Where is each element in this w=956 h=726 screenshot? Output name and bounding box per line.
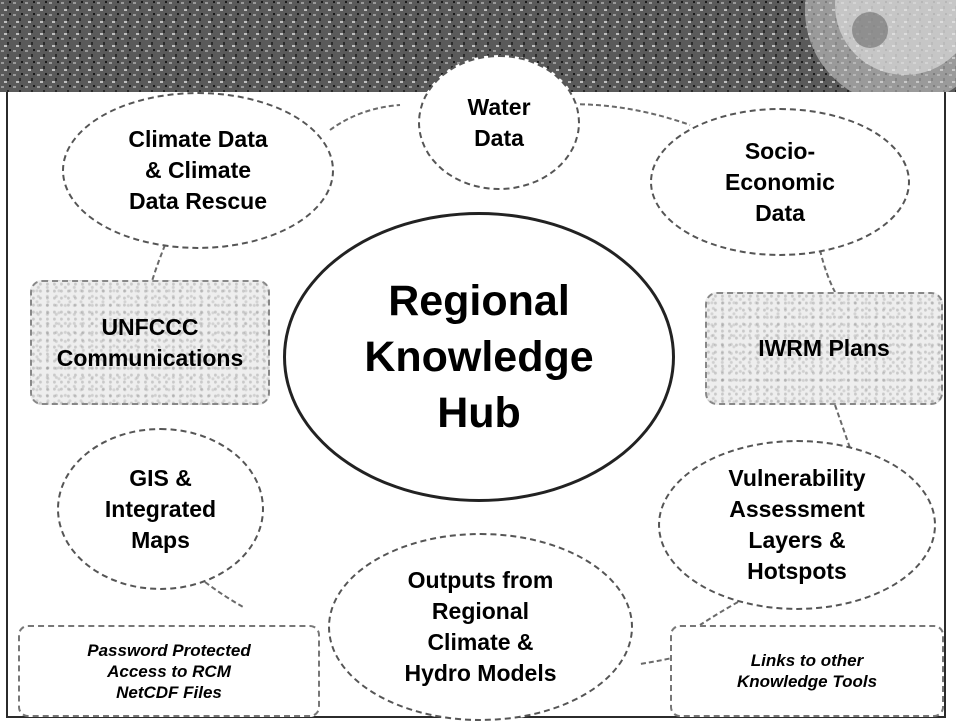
banner-texture [0,0,956,92]
node-links-line-2: Knowledge Tools [736,672,878,691]
node-unfccc-communications: UNFCCC Communications [30,280,270,405]
node-gis-integrated-maps: GIS & Integrated Maps [57,428,264,590]
node-outputs-line-3: Climate & [427,629,534,655]
center-line-3: Hub [437,389,521,437]
connector-gis-outputs [204,581,246,609]
connector-socio-iwrm [819,249,836,293]
node-links-line-1: Links to other [750,651,864,670]
node-iwrm-line-1: IWRM Plans [758,335,890,361]
node-socio-line-1: Socio- [744,137,816,164]
connector-climate-water [329,104,401,131]
node-outputs-line-4: Hydro Models [404,660,557,686]
node-climate-line-1: Climate Data [128,126,268,152]
node-iwrm-plans: IWRM Plans [705,292,943,405]
center-line-2: Knowledge [364,333,594,381]
header-banner-image [0,0,956,92]
node-gis-line-2: Integrated [104,495,217,522]
center-line-1: Regional [388,277,570,325]
node-gis-line-3: Maps [131,526,190,553]
node-water-data: Water Data [418,55,580,190]
node-climate-line-2: & Climate [144,157,252,183]
node-outputs-line-1: Outputs from [407,567,554,593]
node-water-line-2: Data [474,124,524,151]
node-password-line-1: Password Protected [87,640,251,660]
node-outputs-line-2: Regional [431,598,530,624]
node-vulnerability-line-2: Assessment [729,496,865,522]
node-vulnerability-line-3: Layers & [748,527,846,553]
node-climate-data: Climate Data & Climate Data Rescue [62,92,334,249]
node-password-line-3: NetCDF Files [116,682,222,702]
node-password-protected-access: Password Protected Access to RCM NetCDF … [18,625,320,717]
node-password-line-2: Access to RCM [107,661,231,681]
node-socio-economic-data: Socio- Economic Data [650,108,910,256]
connector-iwrm-vulnerability [834,404,851,449]
node-outputs-regional-models: Outputs from Regional Climate & Hydro Mo… [328,533,633,721]
node-gis-line-1: GIS & [129,464,192,491]
node-water-line-1: Water [467,93,531,120]
node-vulnerability-line-1: Vulnerability [728,465,866,491]
node-links-to-knowledge-tools: Links to other Knowledge Tools [670,625,944,717]
node-unfccc-line-1: UNFCCC [101,313,199,340]
node-climate-line-3: Data Rescue [128,188,268,214]
node-vulnerability-line-4: Hotspots [747,558,847,584]
node-socio-line-2: Economic [725,168,835,195]
node-socio-line-3: Data [755,199,805,226]
node-unfccc-line-2: Communications [56,344,244,371]
node-regional-knowledge-hub: Regional Knowledge Hub [283,212,675,502]
node-vulnerability-assessment: Vulnerability Assessment Layers & Hotspo… [658,440,936,610]
